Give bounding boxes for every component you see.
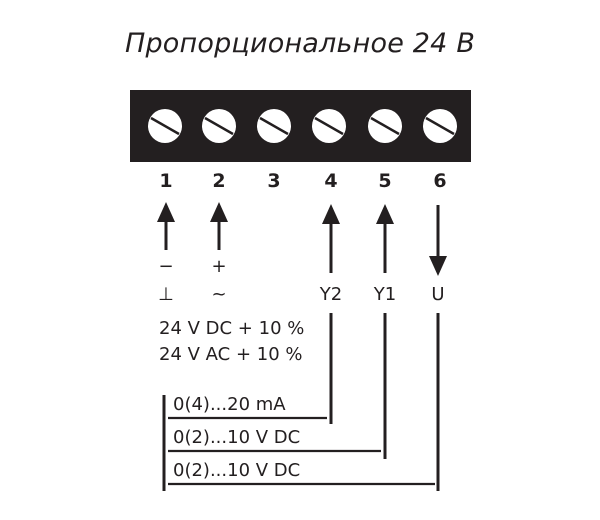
terminal-block: [130, 90, 471, 162]
terminal-number-3: 3: [267, 170, 281, 192]
ac-symbol: ~: [211, 284, 227, 305]
screw-icon-4: [312, 109, 346, 143]
signal-label-y1: Y1: [373, 284, 397, 305]
signal-wiring: [162, 313, 440, 491]
screw-icon-1: [148, 109, 182, 143]
arrow-up-icon-4: [322, 204, 340, 273]
arrow-up-icon-1: [157, 202, 175, 250]
screw-icon-5: [368, 109, 402, 143]
screw-icon-3: [257, 109, 291, 143]
arrow-up-icon-2: [210, 202, 228, 250]
signal-range-y2: 0(4)...20 mA: [173, 394, 286, 415]
screw-icon-2: [202, 109, 236, 143]
supply-ac-label: 24 V AC + 10 %: [159, 344, 303, 365]
signal-label-u: U: [431, 284, 445, 305]
diagram-title: Пропорциональное 24 В: [124, 28, 476, 59]
ground-symbol: ⊥: [158, 284, 174, 305]
signal-range-y1: 0(2)...10 V DC: [173, 427, 301, 448]
terminal-number-6: 6: [433, 170, 447, 192]
terminal-number-1: 1: [159, 170, 173, 192]
arrow-down-icon-6: [429, 205, 447, 276]
signal-range-u: 0(2)...10 V DC: [173, 460, 301, 481]
screw-icon-6: [423, 109, 457, 143]
polarity-plus: +: [211, 256, 227, 277]
terminal-number-5: 5: [378, 170, 392, 192]
terminal-number-4: 4: [324, 170, 338, 192]
terminal-number-2: 2: [212, 170, 226, 192]
arrow-up-icon-5: [376, 204, 394, 273]
polarity-minus: −: [158, 256, 174, 277]
supply-dc-label: 24 V DC + 10 %: [159, 318, 305, 339]
signal-label-y2: Y2: [319, 284, 343, 305]
